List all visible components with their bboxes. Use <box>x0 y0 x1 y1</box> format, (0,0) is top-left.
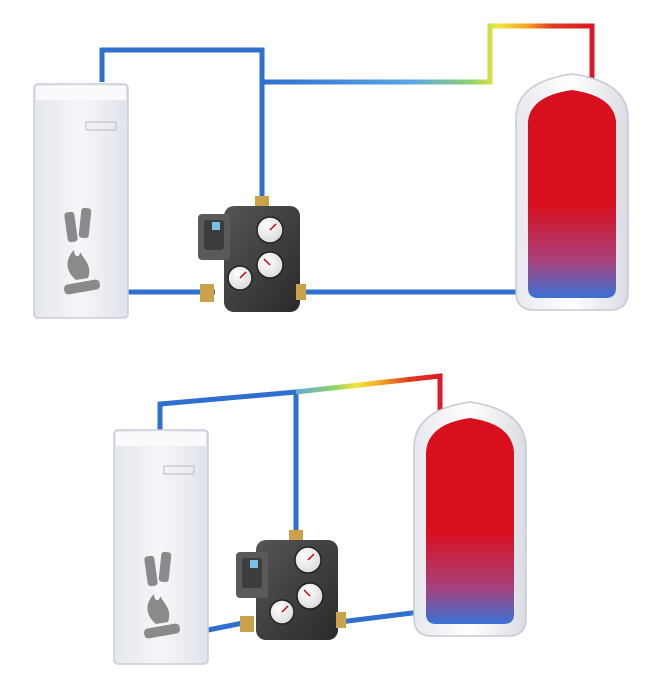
flame-icon <box>144 594 180 639</box>
system-bottom <box>113 373 527 665</box>
pump-icon <box>236 552 268 598</box>
pipe-boiler-supply-bottom <box>157 389 299 535</box>
gauge-icon <box>227 216 284 291</box>
pipe-tank-supply-bottom <box>295 373 443 410</box>
gauge-icon <box>269 546 324 625</box>
flame-icon <box>64 250 100 295</box>
pipe-tank-return-bottom <box>339 609 421 625</box>
system-top <box>33 23 629 319</box>
tank-icon <box>413 401 527 637</box>
logs-icon <box>144 551 172 587</box>
logs-icon <box>64 207 92 243</box>
tank-icon <box>515 73 629 311</box>
pipe-boiler-supply-top <box>99 47 265 200</box>
valve-icon <box>198 196 306 312</box>
valve-icon <box>236 530 346 640</box>
boiler-icon <box>33 83 129 319</box>
boiler-icon <box>113 429 209 665</box>
pipes-top <box>99 23 595 295</box>
pipe-tank-supply-top <box>262 23 595 85</box>
pump-icon <box>198 214 230 260</box>
pipes-bottom <box>157 373 443 633</box>
